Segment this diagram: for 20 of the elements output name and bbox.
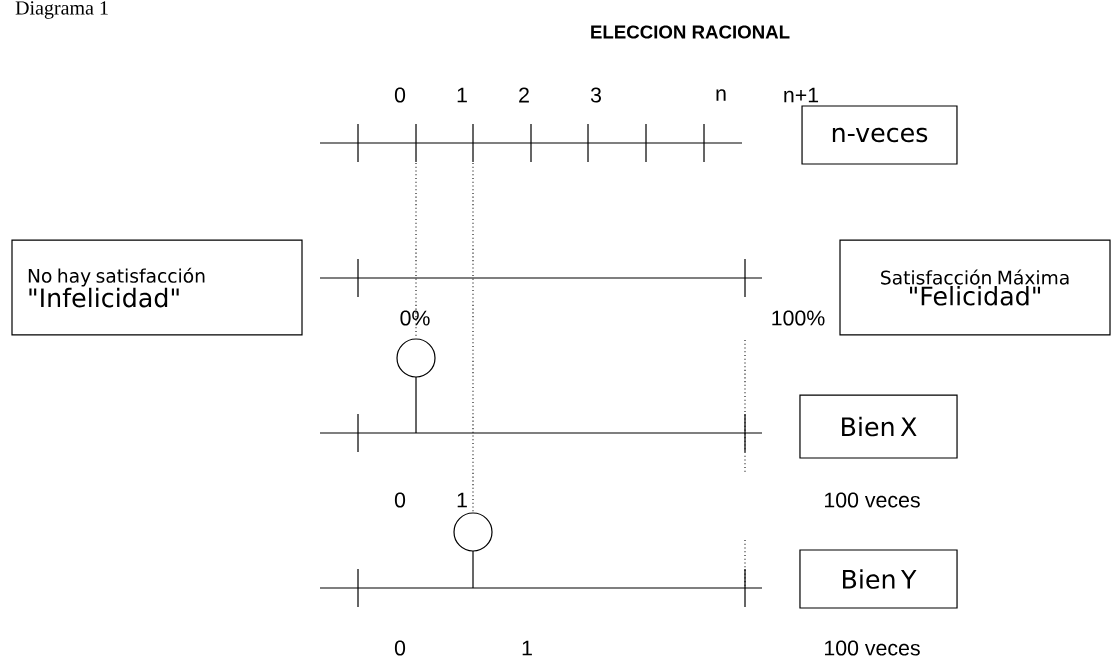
- diagram-caption: Diagrama 1: [15, 1, 108, 19]
- scale-label: 2: [519, 87, 529, 103]
- scale-label: 100 veces: [825, 640, 920, 656]
- text-box: n-veces: [801, 105, 958, 165]
- scale-label: n+1: [784, 87, 819, 103]
- scale-label: 1: [522, 640, 532, 656]
- text-box: Satisfacción Máxima "Felicidad": [839, 239, 1111, 336]
- scale-label: 0: [394, 640, 406, 656]
- scale-label: 0: [394, 87, 406, 103]
- scale-label: 0%: [400, 310, 430, 326]
- text-box: Bien X: [799, 394, 958, 459]
- scale-label: n: [716, 89, 726, 101]
- scale-label: 0: [394, 492, 406, 508]
- scale-label: 3: [590, 87, 601, 103]
- scale-label: 1: [457, 87, 467, 103]
- title: ELECCION RACIONAL: [591, 25, 790, 39]
- text-box: Bien Y: [799, 549, 958, 609]
- scale-label: 100 veces: [825, 492, 920, 508]
- text-box: No hay satisfacción "Infelicidad": [11, 239, 303, 336]
- scale-label: 1: [457, 492, 467, 508]
